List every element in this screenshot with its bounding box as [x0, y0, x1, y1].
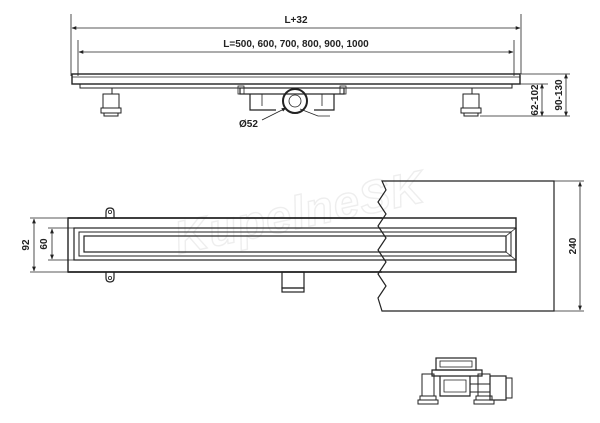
- left-foot: [100, 88, 122, 117]
- watermark: KupelneSK: [170, 160, 431, 264]
- channel-body-top: [73, 227, 517, 261]
- siphon-detail: [417, 357, 513, 405]
- right-foot: [460, 88, 482, 117]
- dim-outlet-diameter-label: Ø52: [239, 119, 258, 130]
- channel-body-side: [71, 73, 521, 85]
- dim-height-small-label: 62-102: [530, 84, 541, 116]
- dim-total-length-label: L+32: [284, 15, 308, 26]
- dim-depth-label: 240: [568, 237, 579, 254]
- dim-width-inner-label: 60: [39, 238, 50, 250]
- side-view: L+32 L=500, 600, 700, 800, 900, 1000: [70, 14, 570, 130]
- grate: [83, 235, 507, 253]
- dim-height-large-label: 90-130: [554, 79, 565, 111]
- mounting-tab-bottom: [105, 272, 115, 283]
- outlet-stub-top: [281, 271, 305, 293]
- dim-channel-lengths-label: L=500, 600, 700, 800, 900, 1000: [223, 39, 369, 50]
- siphon-side: [237, 85, 347, 117]
- top-view: 92 60 240: [21, 180, 584, 312]
- mounting-tab-top: [105, 207, 115, 218]
- floor-outline: [377, 180, 555, 312]
- dim-width-outer-label: 92: [21, 239, 32, 251]
